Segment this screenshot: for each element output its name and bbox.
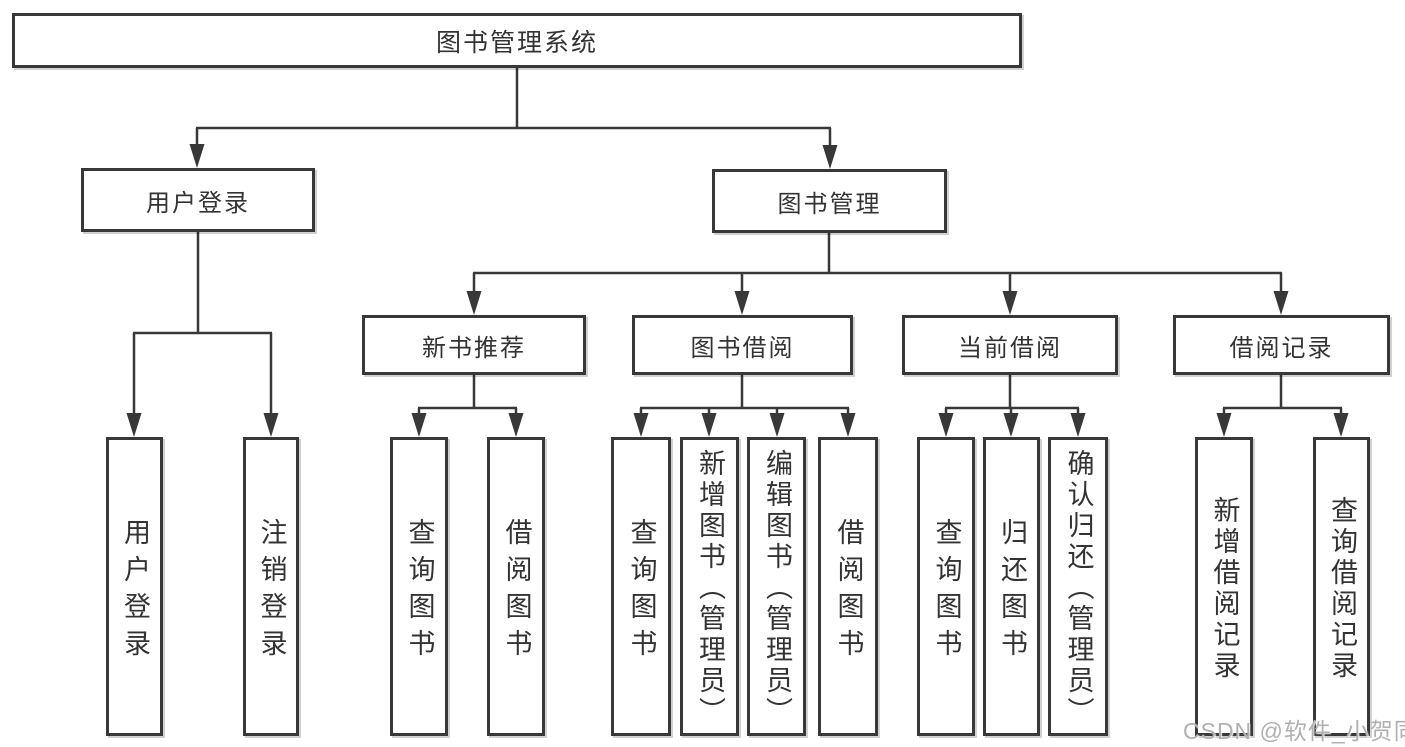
leaf-user-login: 用户登录: [106, 437, 163, 736]
node-borrowing-records: 借阅记录: [1173, 315, 1390, 375]
leaf-label: 注销登录: [256, 517, 287, 666]
leaf-query-book-borrow: 查询图书: [611, 437, 671, 736]
node-label: 图书借阅: [690, 334, 795, 362]
node-label: 新书推荐: [422, 334, 526, 362]
leaf-label: 查询图书: [931, 517, 962, 666]
node-label: 图书管理: [777, 190, 882, 218]
leaf-label: 归还图书: [997, 517, 1027, 666]
node-label: 图书管理系统: [435, 28, 598, 57]
node-user-login: 用户登录: [81, 168, 315, 232]
leaf-query-book-current: 查询图书: [917, 437, 975, 736]
leaf-confirm-return-admin: 确认归还（管理员）: [1048, 437, 1108, 736]
leaf-label: 借阅图书: [833, 517, 864, 666]
leaf-label: 查询图书: [404, 517, 435, 666]
leaf-label: 用户登录: [120, 517, 150, 666]
leaf-label: 查询借阅记录: [1327, 495, 1357, 682]
node-label: 借阅记录: [1229, 334, 1334, 362]
leaf-query-borrow-record: 查询借阅记录: [1313, 437, 1370, 736]
node-label: 用户登录: [146, 189, 250, 217]
watermark: CSDN @软件_小贺同学: [1183, 718, 1405, 744]
leaf-label: 编辑图书（管理员）: [762, 449, 792, 728]
leaf-borrow-book-recommend: 借阅图书: [487, 437, 545, 736]
leaf-edit-book-admin: 编辑图书（管理员）: [747, 437, 806, 736]
leaf-logout: 注销登录: [243, 437, 299, 736]
leaf-label: 新增借阅记录: [1209, 495, 1240, 682]
leaf-label: 确认归还（管理员）: [1063, 449, 1094, 728]
leaf-borrow-book: 借阅图书: [818, 437, 878, 736]
node-new-book-recommend: 新书推荐: [362, 315, 586, 375]
leaf-query-book-recommend: 查询图书: [390, 437, 448, 736]
node-book-management: 图书管理: [712, 169, 947, 233]
leaf-add-borrow-record: 新增借阅记录: [1195, 437, 1253, 736]
node-label: 当前借阅: [958, 334, 1062, 362]
node-current-borrowing: 当前借阅: [902, 315, 1118, 375]
leaf-label: 新增图书（管理员）: [695, 449, 725, 728]
leaf-label: 借阅图书: [501, 517, 532, 666]
leaf-return-book: 归还图书: [983, 437, 1040, 736]
leaf-label: 查询图书: [626, 517, 657, 666]
leaf-add-book-admin: 新增图书（管理员）: [680, 437, 739, 736]
node-book-borrowing: 图书借阅: [632, 315, 853, 375]
node-library-management-system: 图书管理系统: [12, 13, 1022, 68]
